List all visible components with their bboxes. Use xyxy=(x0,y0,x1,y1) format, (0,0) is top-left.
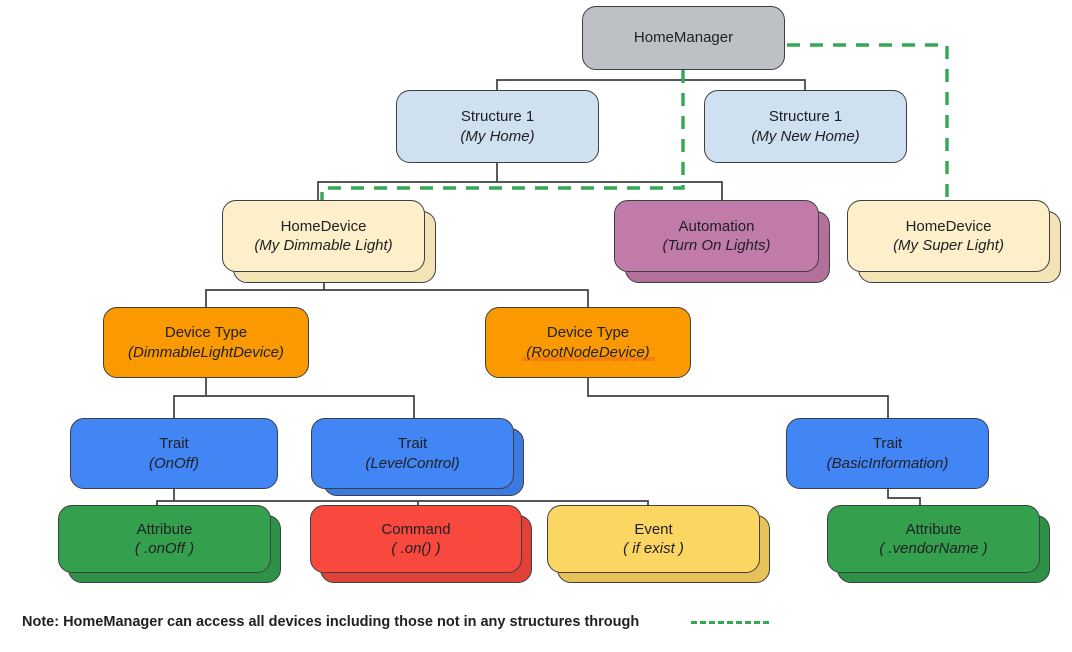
node-structure-my-home[interactable]: Structure 1 (My Home) xyxy=(396,90,599,163)
node-command-on-subtitle: ( .on() ) xyxy=(391,540,441,557)
node-automation-subtitle: (Turn On Lights) xyxy=(662,237,771,254)
node-device-type-dimmable[interactable]: Device Type (DimmableLightDevice) xyxy=(103,307,309,378)
node-event-if-exist-title: Event xyxy=(634,520,673,538)
node-home-device-dimmable-subtitle: (My Dimmable Light) xyxy=(254,237,393,254)
node-automation-turn-on-lights[interactable]: Automation (Turn On Lights) xyxy=(614,200,819,272)
node-trait-onoff-title: Trait xyxy=(159,435,189,453)
node-trait-levelcontrol-title: Trait xyxy=(397,435,428,453)
node-trait-levelcontrol-subtitle: (LevelControl) xyxy=(365,454,460,472)
diagram-note-legend-dashed-line xyxy=(691,620,770,624)
node-event-if-exist-subtitle: ( if exist ) xyxy=(623,540,684,557)
node-home-device-super-title: HomeDevice xyxy=(905,217,992,235)
node-device-type-rootnode[interactable]: Device Type (RootNodeDevice) xyxy=(485,307,691,378)
node-attribute-onoff[interactable]: Attribute ( .onOff ) xyxy=(58,505,271,573)
node-device-type-rootnode-subtitle: (RootNodeDevice) xyxy=(526,343,650,361)
node-home-device-dimmable[interactable]: HomeDevice (My Dimmable Light) xyxy=(222,200,425,272)
node-command-on-title: Command xyxy=(381,520,451,538)
edge-homemanager-to-structures xyxy=(496,69,806,91)
node-device-type-rootnode-title: Device Type xyxy=(546,324,630,342)
node-home-manager[interactable]: HomeManager xyxy=(582,6,785,70)
node-trait-levelcontrol[interactable]: Trait (LevelControl) xyxy=(311,418,514,489)
node-home-device-super[interactable]: HomeDevice (My Super Light) xyxy=(847,200,1050,272)
node-device-type-dimmable-subtitle: (DimmableLightDevice) xyxy=(128,343,284,361)
spellcheck-underline-rootnodedevice xyxy=(522,357,655,361)
node-device-type-dimmable-title: Device Type xyxy=(164,324,248,342)
node-attribute-onoff-subtitle: ( .onOff ) xyxy=(134,540,195,557)
node-attribute-vendorname[interactable]: Attribute ( .vendorName ) xyxy=(827,505,1040,573)
node-structure-my-new-home[interactable]: Structure 1 (My New Home) xyxy=(704,90,907,163)
node-trait-onoff[interactable]: Trait (OnOff) xyxy=(70,418,278,489)
node-structure-my-new-home-subtitle: (My New Home) xyxy=(751,127,860,145)
node-trait-onoff-subtitle: (OnOff) xyxy=(148,454,199,472)
node-trait-basicinformation[interactable]: Trait (BasicInformation) xyxy=(786,418,989,489)
diagram-note-text: Note: HomeManager can access all devices… xyxy=(22,614,640,630)
node-trait-basicinformation-title: Trait xyxy=(872,435,903,453)
node-command-on[interactable]: Command ( .on() ) xyxy=(310,505,522,573)
node-home-device-super-subtitle: (My Super Light) xyxy=(893,237,1004,254)
node-structure-my-home-subtitle: (My Home) xyxy=(460,127,535,145)
node-trait-basicinformation-subtitle: (BasicInformation) xyxy=(826,454,949,472)
edge-devicetype-rootnode-to-trait xyxy=(587,377,889,419)
node-structure-my-new-home-title: Structure 1 xyxy=(768,108,843,126)
diagram-note: Note: HomeManager can access all devices… xyxy=(22,614,1052,630)
node-attribute-onoff-title: Attribute xyxy=(136,520,193,538)
node-event-if-exist[interactable]: Event ( if exist ) xyxy=(547,505,760,573)
node-structure-my-home-title: Structure 1 xyxy=(460,108,535,126)
edge-devicetype-dimmable-to-traits xyxy=(173,377,415,419)
node-automation-title: Automation xyxy=(678,217,755,235)
node-home-device-dimmable-title: HomeDevice xyxy=(280,217,367,235)
edge-structure-to-children xyxy=(317,162,723,201)
node-attribute-vendorname-subtitle: ( .vendorName ) xyxy=(879,540,988,557)
node-attribute-vendorname-title: Attribute xyxy=(905,520,962,538)
node-home-manager-title: HomeManager xyxy=(633,29,734,47)
